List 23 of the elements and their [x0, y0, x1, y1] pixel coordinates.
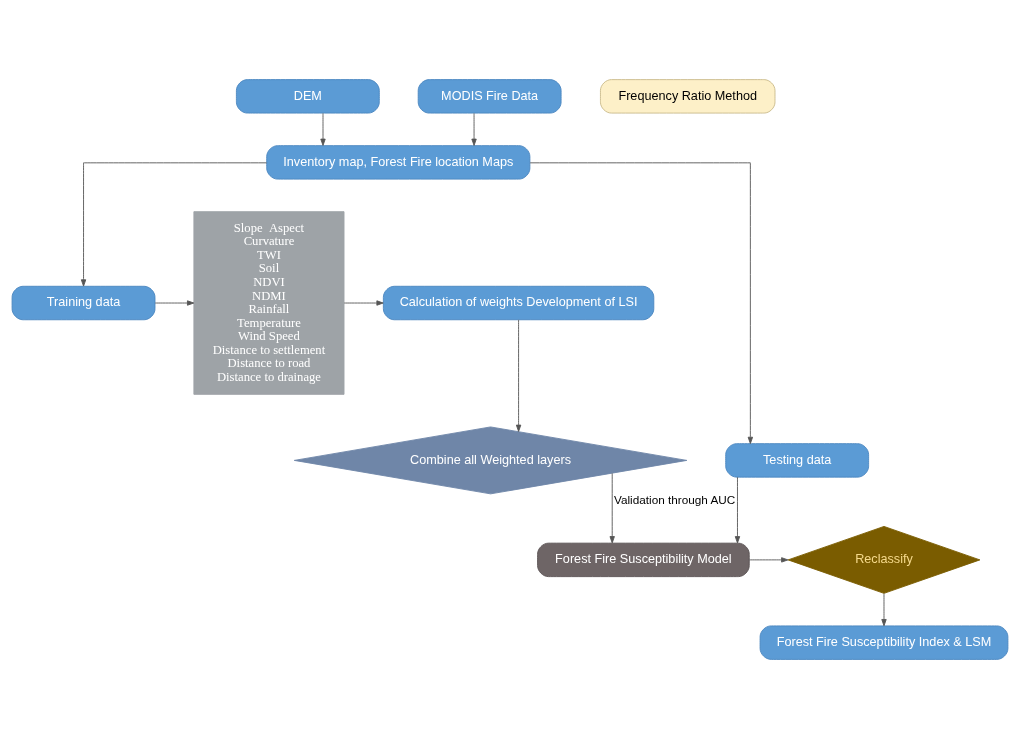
- node-diamond: Reclassify: [787, 525, 981, 594]
- node-box: Training data: [11, 285, 156, 320]
- node-box: Inventory map, Forest Fire location Maps: [266, 144, 531, 180]
- node-box: Forest Fire Susceptibility Model: [537, 542, 750, 577]
- arrow: [80, 161, 268, 287]
- node-box: Slope Aspect Curvature TWI Soil NDVI NDMI Rainfall Temperature Wind Speed Distance to settlement Distance to road Distance to drainage: [193, 210, 345, 395]
- arrow: [881, 592, 887, 626]
- arrow: [529, 161, 754, 444]
- node-box: Calculation of weights Development of LSI: [382, 285, 655, 320]
- edge-label: Validation through AUC: [613, 492, 736, 506]
- node-box: Forest Fire Susceptibility Index & LSM: [759, 624, 1009, 660]
- arrow: [320, 112, 326, 146]
- arrow: [154, 299, 195, 306]
- node-box: MODIS Fire Data: [417, 78, 562, 114]
- arrow: [734, 476, 741, 543]
- arrow: [471, 112, 477, 146]
- arrow: [609, 472, 615, 543]
- node-box: DEM: [235, 78, 380, 114]
- node-box: Frequency Ratio Method: [600, 78, 776, 114]
- arrow: [515, 318, 522, 432]
- node-box: Testing data: [725, 442, 870, 478]
- arrow: [748, 556, 789, 563]
- arrow: [343, 299, 384, 306]
